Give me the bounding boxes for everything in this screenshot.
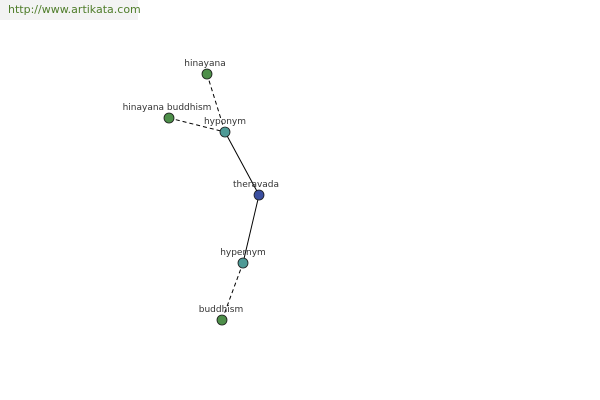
node-hinayana[interactable] [201,68,213,80]
edge-hinayana-buddhism-hyponym [168,117,226,133]
node-label-hinayana[interactable]: hinayana [184,59,225,69]
node-label-hinayana-buddhism[interactable]: hinayana buddhism [123,103,212,113]
nodes-layer [163,68,265,326]
node-hyponym[interactable] [219,126,231,138]
edge-theravada-hypernym [242,194,260,264]
node-theravada[interactable] [253,189,265,201]
node-label-hyponym[interactable]: hyponym [204,117,246,127]
labels-layer: hinayana hinayana buddhism hyponym theravad… [123,59,279,315]
node-label-hypernym[interactable]: hypernym [220,248,266,258]
node-label-buddhism[interactable]: buddhism [199,305,244,315]
edge-hinayana-hyponym [206,73,226,133]
node-hypernym[interactable] [237,257,249,269]
edges-layer [168,73,260,321]
edge-hypernym-buddhism [221,262,244,321]
node-label-theravada[interactable]: theravada [233,180,279,190]
node-buddhism[interactable] [216,314,228,326]
edge-hyponym-theravada [224,131,260,196]
node-hinayana-buddhism[interactable] [163,112,175,124]
source-url-banner[interactable]: http://www.artikata.com [0,0,141,20]
